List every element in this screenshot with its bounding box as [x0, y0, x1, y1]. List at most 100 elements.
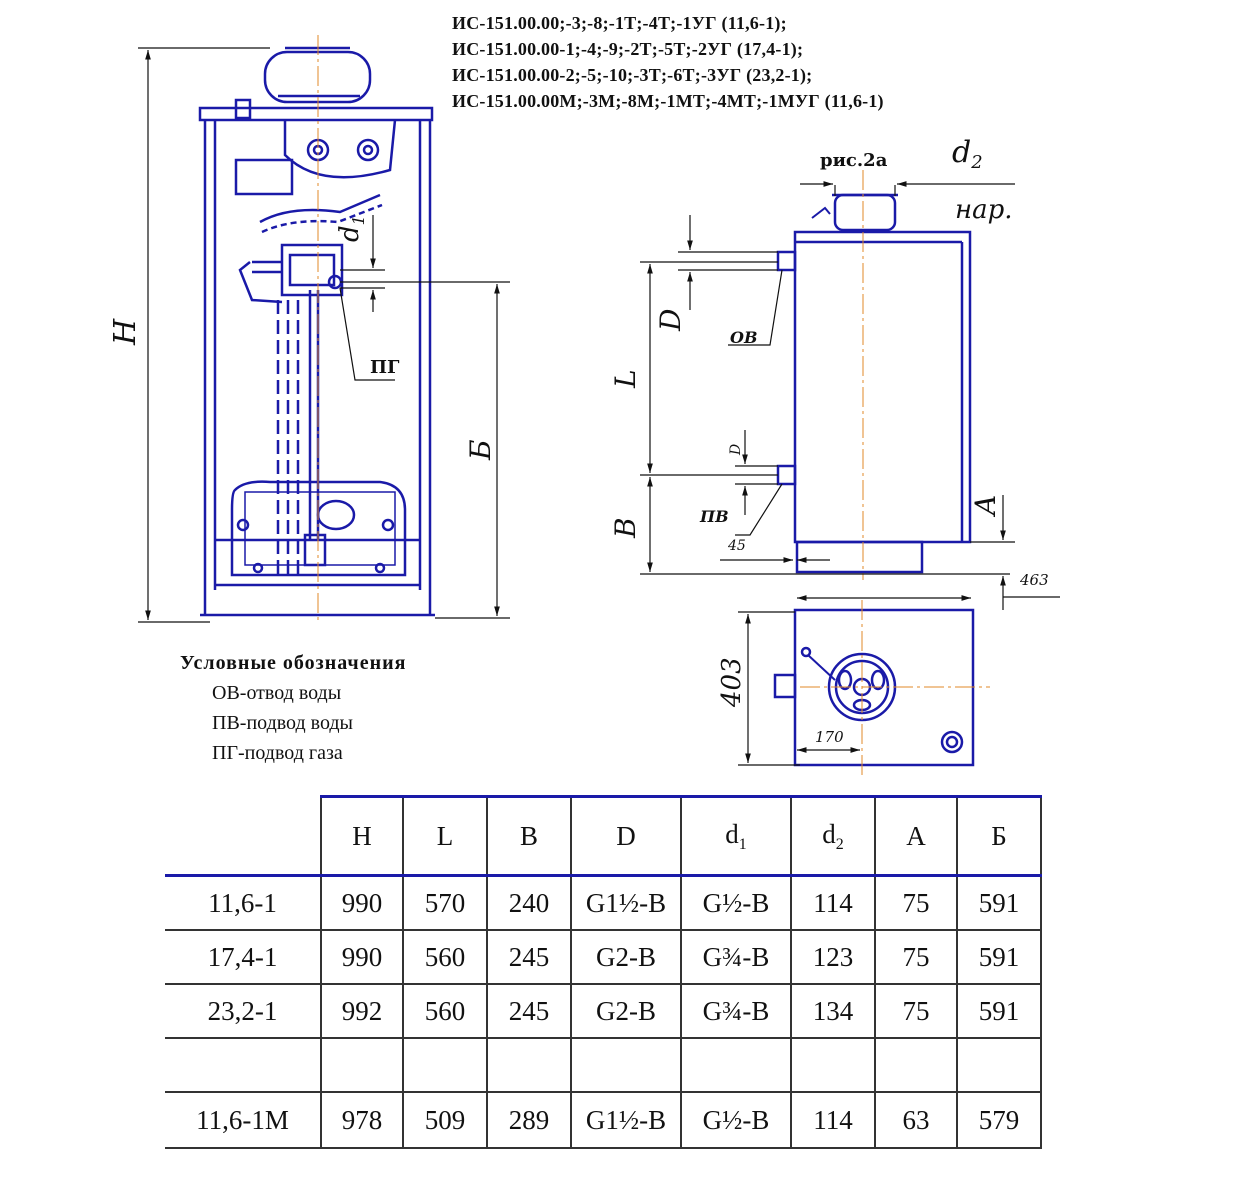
cell: 560 — [402, 930, 487, 985]
cell: 978 — [320, 1092, 403, 1149]
label-d2: d2 — [952, 135, 983, 173]
cell: 63 — [874, 1092, 957, 1149]
label-fig: рис.2а — [820, 150, 888, 171]
dimension-d1 — [340, 215, 385, 312]
front-view — [198, 46, 435, 617]
table-corner — [165, 796, 321, 877]
cell: 134 — [790, 984, 875, 1039]
cell: G½-B — [680, 1092, 791, 1149]
cell: 992 — [320, 984, 403, 1039]
legend: Условные обозначения ОВ-отвод воды ПВ-по… — [180, 648, 406, 768]
model-line: ИС-151.00.00-1;-4;-9;-2Т;-5Т;-2УГ (17,4-… — [452, 39, 804, 59]
cell: 114 — [790, 874, 875, 931]
cell: 579 — [956, 1092, 1042, 1149]
dimension-B — [640, 477, 1010, 575]
col-header-d2: d2 — [790, 795, 875, 877]
dimension-D-inlet — [735, 430, 778, 515]
cell: 570 — [402, 874, 487, 931]
spec-table: H L B D d1 d2 A Б 11,6-1 990 570 240 G1½… — [165, 795, 1042, 1149]
side-view — [776, 193, 972, 574]
cell: 123 — [790, 930, 875, 985]
dimension-L — [640, 261, 778, 476]
cell — [486, 1038, 571, 1093]
row-model: 17,4-1 — [165, 930, 321, 985]
cell — [956, 1038, 1042, 1093]
dimension-D — [678, 215, 778, 310]
label-L: L — [609, 369, 642, 389]
cell: 990 — [320, 874, 403, 931]
cell: G¾-B — [680, 930, 791, 985]
col-header: H — [320, 795, 403, 877]
cell: G½-B — [680, 874, 791, 931]
legend-title: Условные обозначения — [180, 652, 407, 674]
label-nar: нар. — [955, 195, 1013, 225]
legend-item: ПВ-подвод воды — [212, 712, 353, 734]
table-header-row: H L B D d1 d2 A Б — [165, 795, 1042, 877]
col-header: B — [486, 795, 571, 877]
dimension-d2 — [800, 181, 1015, 196]
technical-drawing: H Б d1 ПГ рис.2а — [108, 35, 1060, 775]
cell: 245 — [486, 930, 571, 985]
col-header: L — [402, 795, 487, 877]
label-PV: ПВ — [699, 507, 729, 526]
cell — [402, 1038, 487, 1093]
cell — [680, 1038, 791, 1093]
legend-item: ОВ-отвод воды — [212, 682, 342, 704]
dimension-B-cyr — [340, 281, 510, 619]
label-OV: ОВ — [730, 328, 757, 347]
label-d1: d1 — [335, 215, 368, 242]
cell: G2-B — [570, 930, 681, 985]
cell: 591 — [956, 984, 1042, 1039]
leader-PG — [339, 287, 395, 381]
cell: G2-B — [570, 984, 681, 1039]
cell: 75 — [874, 874, 957, 931]
cell — [320, 1038, 403, 1093]
table-row: 11,6-1 990 570 240 G1½-B G½-B 114 75 591 — [165, 874, 1042, 931]
cell: 560 — [402, 984, 487, 1039]
cell — [790, 1038, 875, 1093]
cell: 509 — [402, 1092, 487, 1149]
legend-item: ПГ-подвод газа — [212, 742, 343, 764]
table-row: 17,4-1 990 560 245 G2-B G¾-B 123 75 591 — [165, 930, 1042, 985]
table-row: 23,2-1 992 560 245 G2-B G¾-B 134 75 591 — [165, 984, 1042, 1039]
col-header-d1: d1 — [680, 795, 791, 877]
row-model: 11,6-1 — [165, 874, 321, 931]
cell: G¾-B — [680, 984, 791, 1039]
col-header: D — [570, 795, 681, 877]
table-row: 11,6-1М 978 509 289 G1½-B G½-B 114 63 57… — [165, 1092, 1042, 1149]
cell: 75 — [874, 984, 957, 1039]
col-header: Б — [956, 795, 1042, 877]
cell: 240 — [486, 874, 571, 931]
leader-OV — [728, 269, 783, 346]
label-B-cyr: Б — [464, 439, 497, 461]
cell: 591 — [956, 874, 1042, 931]
model-line: ИС-151.00.00;-3;-8;-1Т;-4Т;-1УГ (11,6-1)… — [452, 13, 787, 33]
label-45: 45 — [727, 538, 746, 554]
table-row-empty — [165, 1038, 1042, 1093]
label-D: D — [654, 309, 687, 332]
model-list: ИС-151.00.00;-3;-8;-1Т;-4Т;-1УГ (11,6-1)… — [452, 10, 884, 114]
dimension-A — [970, 495, 1015, 610]
cell: 289 — [486, 1092, 571, 1149]
cell: 245 — [486, 984, 571, 1039]
cell: G1½-B — [570, 1092, 681, 1149]
cell: 591 — [956, 930, 1042, 985]
cell — [570, 1038, 681, 1093]
label-H: H — [108, 318, 143, 346]
label-PG: ПГ — [370, 357, 400, 378]
dimension-403 — [738, 611, 800, 766]
cell — [874, 1038, 957, 1093]
col-header: A — [874, 795, 957, 877]
model-line: ИС-151.00.00-2;-5;-10;-3Т;-6Т;-3УГ (23,2… — [452, 65, 813, 85]
row-model — [165, 1038, 321, 1093]
leader-PV — [735, 483, 783, 536]
model-line: ИС-151.00.00М;-3М;-8М;-1МТ;-4МТ;-1МУГ (1… — [452, 91, 884, 111]
cell: 990 — [320, 930, 403, 985]
row-model: 23,2-1 — [165, 984, 321, 1039]
dimension-H — [138, 47, 270, 623]
top-axes — [800, 600, 990, 775]
row-model: 11,6-1М — [165, 1092, 321, 1149]
label-403: 403 — [717, 657, 747, 708]
label-B: B — [609, 517, 642, 539]
label-A: A — [969, 495, 1002, 518]
